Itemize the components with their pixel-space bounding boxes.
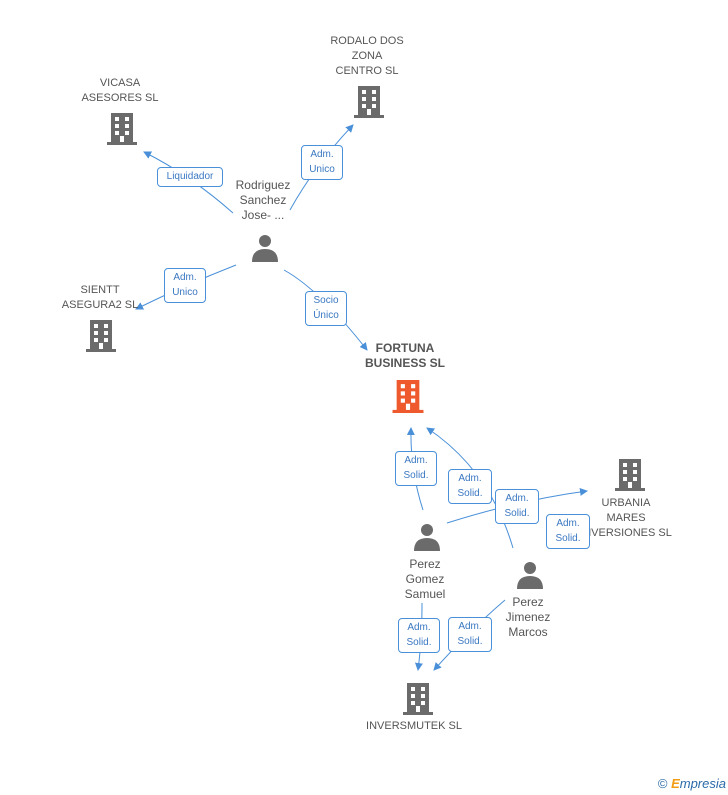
building-icon-sientt[interactable]	[86, 320, 116, 352]
person-label-perez-jimenez[interactable]: Perez Jimenez Marcos	[505, 595, 551, 639]
building-icon-rodalo[interactable]	[354, 86, 384, 118]
edge-label-adm-solid-pj-fortuna: Adm. Solid.	[448, 469, 492, 504]
brand-logo-initial: E	[671, 776, 680, 791]
edge-label-adm-unico-sientt: Adm. Unico	[164, 268, 206, 303]
company-label-inversmutek[interactable]: INVERSMUTEK SL	[366, 720, 462, 732]
edge-label-adm-solid-pg-invers: Adm. Solid.	[398, 618, 440, 653]
building-icon-fortuna[interactable]	[392, 380, 424, 413]
edge-label-liquidador: Liquidador	[157, 167, 223, 187]
copyright-symbol: ©	[657, 776, 668, 791]
person-icon-perez-jimenez[interactable]	[516, 561, 544, 589]
person-label-rodriguez[interactable]: Rodriguez Sanchez Jose- ...	[235, 178, 291, 222]
building-icon-inversmutek[interactable]	[403, 683, 433, 715]
company-label-sientt[interactable]: SIENTT ASEGURA2 SL	[61, 284, 139, 311]
company-label-rodalo[interactable]: RODALO DOS ZONA CENTRO SL	[330, 35, 404, 77]
person-icon-rodriguez[interactable]	[251, 234, 279, 262]
company-label-urbania[interactable]: URBANIA MARES INVERSIONES SL	[580, 497, 672, 539]
edge-label-socio-unico: Socio Único	[305, 291, 347, 326]
building-icon-urbania[interactable]	[615, 459, 645, 491]
edge-label-adm-solid-pj-urbania: Adm. Solid.	[546, 514, 590, 549]
person-icon-perez-gomez[interactable]	[413, 523, 441, 551]
edge-label-adm-unico-rodalo: Adm. Unico	[301, 145, 343, 180]
person-label-perez-gomez[interactable]: Perez Gomez Samuel	[404, 557, 446, 601]
company-label-vicasa[interactable]: VICASA ASESORES SL	[81, 77, 159, 104]
brand-name: mpresia	[679, 776, 726, 791]
company-label-fortuna[interactable]: FORTUNA BUSINESS SL	[364, 341, 445, 370]
edge-label-adm-solid-pj-invers: Adm. Solid.	[448, 617, 492, 652]
building-icon-vicasa[interactable]	[107, 113, 137, 145]
edge-label-adm-solid-pg-urbania: Adm. Solid.	[495, 489, 539, 524]
footer-brand[interactable]: © Empresia	[658, 776, 726, 791]
edge-label-adm-solid-pg-fortuna: Adm. Solid.	[395, 451, 437, 486]
